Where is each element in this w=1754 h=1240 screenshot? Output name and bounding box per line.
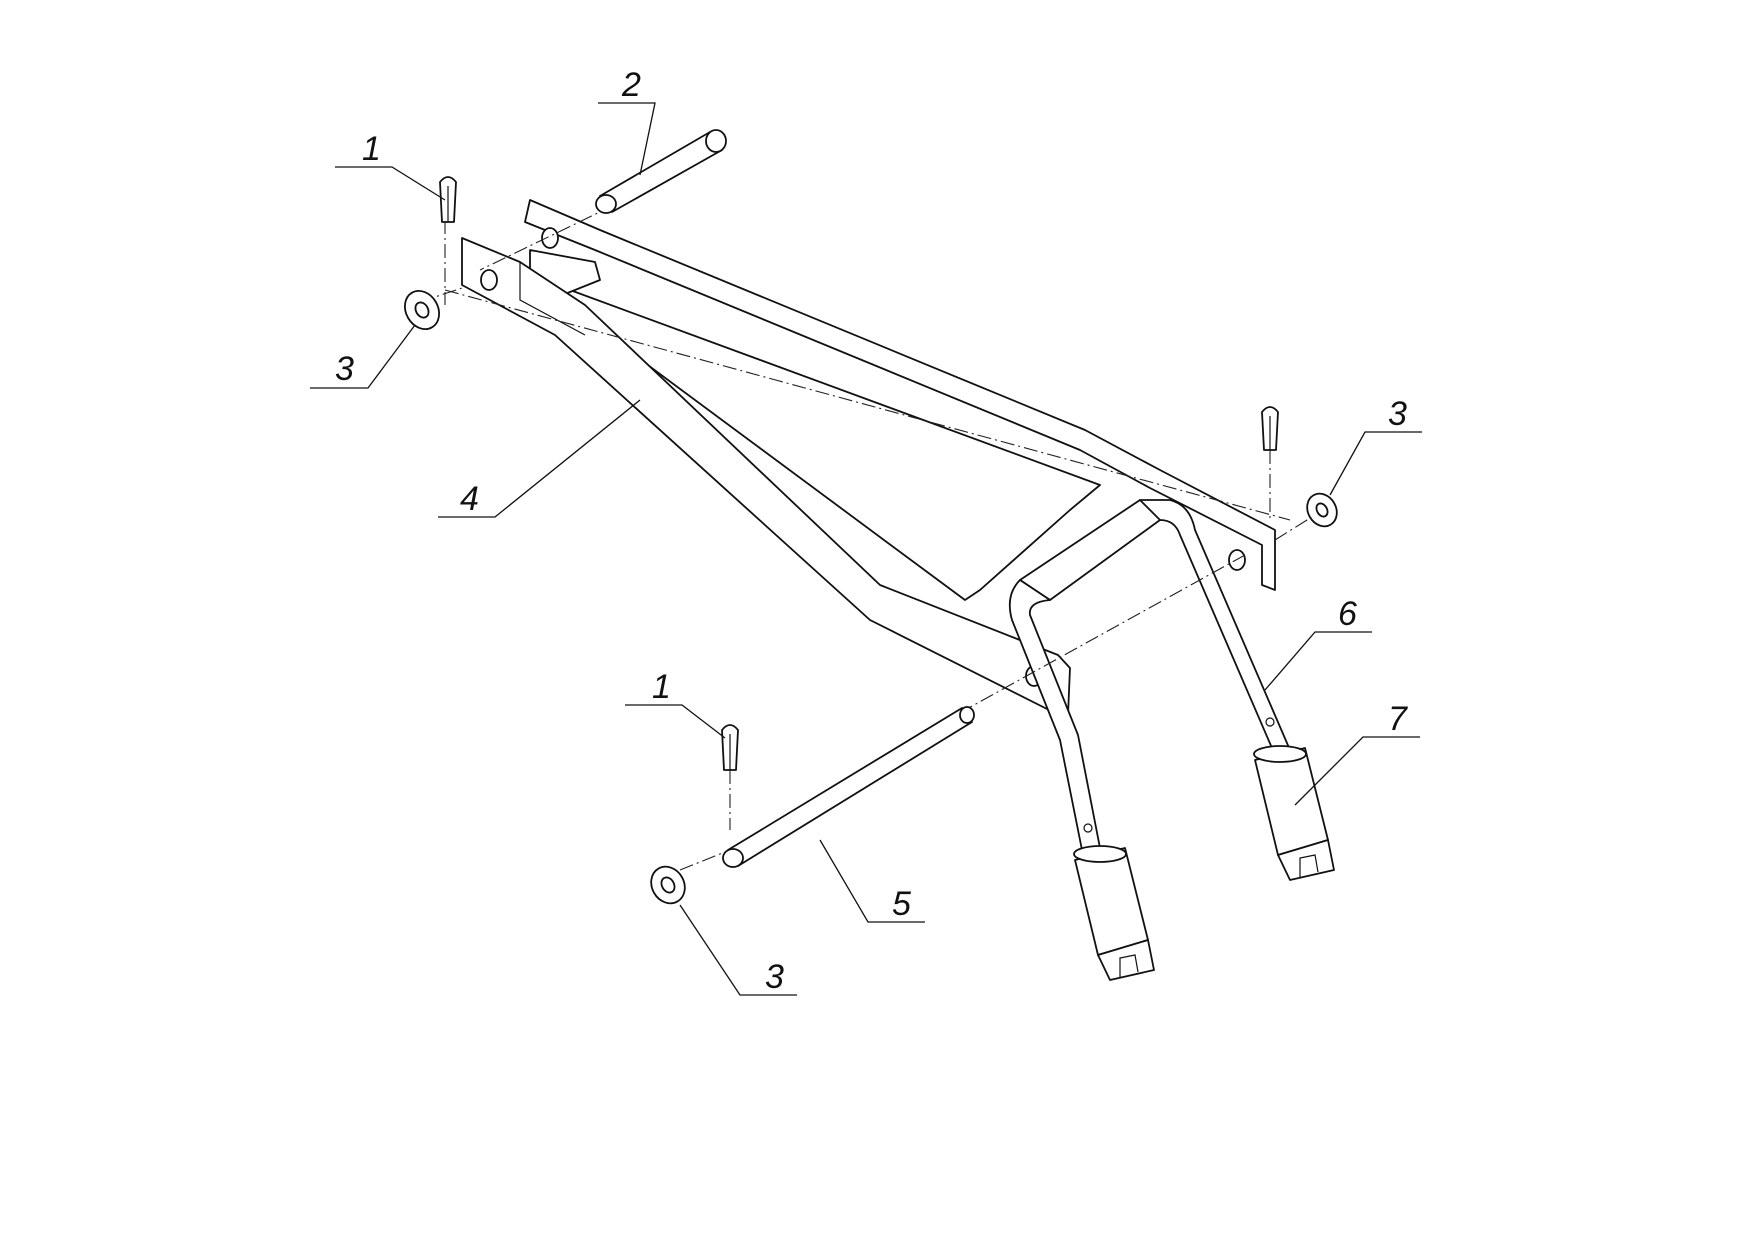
- long-pin-part-5: [722, 706, 975, 868]
- callout-1-top: 1: [335, 130, 446, 201]
- callout-3-left: 3: [310, 324, 416, 389]
- callout-1-bottom: 1: [625, 668, 726, 739]
- callout-label: 1: [652, 668, 671, 706]
- washer-part-3-left: [404, 290, 440, 330]
- cotter-pin-part-1-right: [1261, 406, 1279, 451]
- callout-7: 7: [1294, 700, 1420, 806]
- callout-label: 3: [335, 350, 354, 388]
- callout-3-right: 3: [1329, 395, 1422, 496]
- cotter-pin-part-1-bottom: [721, 724, 739, 771]
- callout-4: 4: [438, 399, 641, 518]
- callout-label: 3: [1388, 395, 1407, 433]
- frame-part-4: [461, 199, 1276, 716]
- washer-part-3-bottom: [650, 865, 686, 905]
- callout-6: 6: [1264, 595, 1372, 691]
- handle-tube-part-6: [1008, 499, 1291, 851]
- callout-label: 7: [1388, 700, 1408, 738]
- sleeve-part-7-left: [1073, 845, 1155, 981]
- callout-label: 4: [460, 480, 479, 518]
- cotter-pin-part-1-top: [439, 176, 457, 223]
- callout-label: 5: [892, 885, 911, 923]
- callout-label: 3: [765, 958, 784, 996]
- callout-5: 5: [819, 839, 925, 923]
- callout-label: 6: [1338, 595, 1357, 633]
- callout-label: 2: [621, 66, 641, 104]
- pin-part-2: [595, 129, 727, 214]
- callout-label: 1: [362, 130, 381, 168]
- washer-part-3-right: [1306, 492, 1338, 528]
- sleeve-part-7-right: [1253, 745, 1335, 881]
- callout-3-bottom: 3: [679, 904, 797, 996]
- callout-2: 2: [598, 66, 656, 176]
